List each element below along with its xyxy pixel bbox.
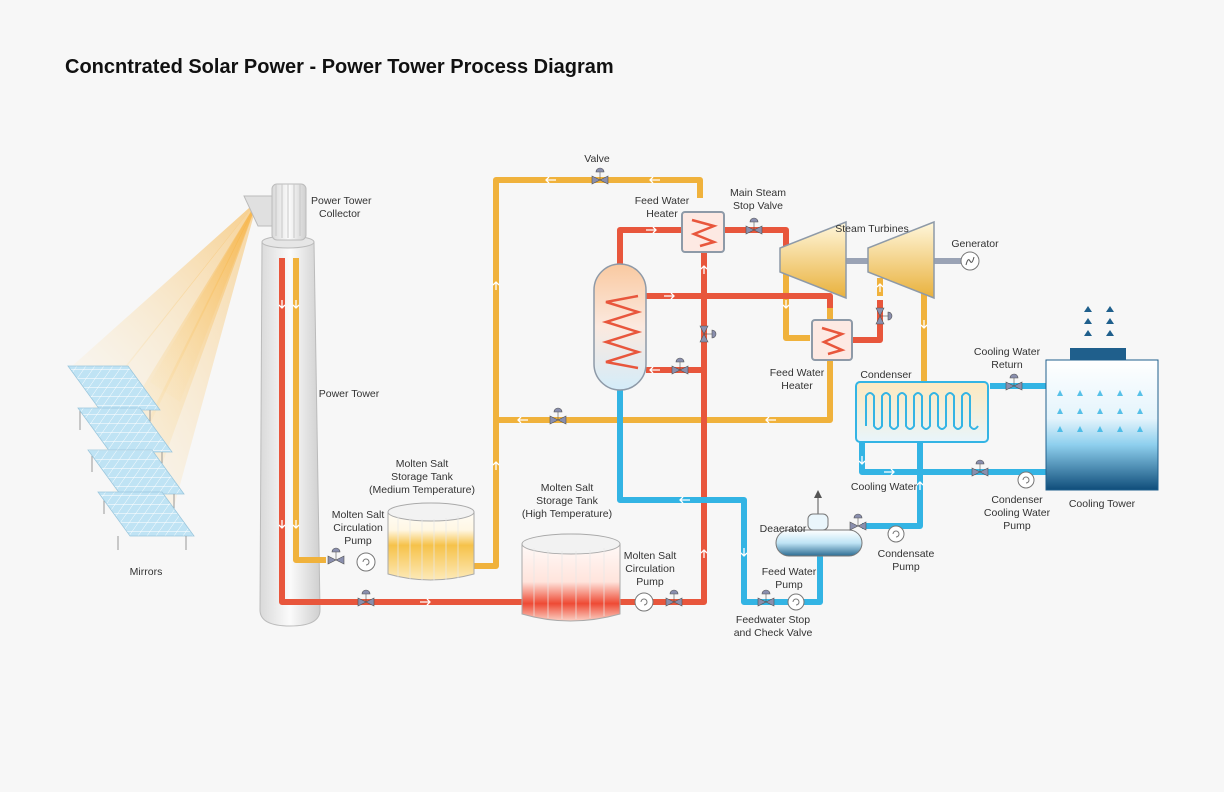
condensate-pump: [887, 525, 905, 543]
steam-plume: [1084, 306, 1114, 336]
valve-icon: [665, 589, 683, 607]
cooling-water-pipe: [859, 440, 1046, 475]
valve-icon: [549, 407, 567, 425]
reheat-pipe: [640, 293, 833, 308]
cooling-tower-label: Cooling Tower: [1069, 498, 1136, 510]
high-temperature-storage-tank: [521, 533, 621, 622]
valve-icon: [875, 307, 893, 325]
generator: [960, 251, 980, 271]
valve-icon: [1005, 373, 1023, 391]
feed-water-heater-top: [681, 211, 725, 253]
deaerator: [775, 490, 863, 557]
valve-icon: [699, 325, 717, 343]
flow-arrows: [278, 176, 928, 606]
mirrors-label: Mirrors: [130, 566, 163, 578]
valve-icon: [357, 589, 375, 607]
steam-turbines-label: Steam Turbines: [835, 223, 909, 235]
page-title: Concntrated Solar Power - Power Tower Pr…: [65, 56, 614, 78]
cooling-water-label: Cooling Water: [851, 481, 918, 493]
water-droplets: [1057, 390, 1143, 432]
deaerator-label: Deaerator: [760, 523, 807, 535]
valve-icon: [591, 167, 609, 185]
feed-heater-loop-pipe: [617, 227, 690, 276]
mirror-array: [67, 365, 161, 430]
condenser-label: Condenser: [860, 369, 912, 381]
valve-icon: [849, 513, 867, 531]
valve-icon: [327, 547, 345, 565]
feed-water-heater-bottom: [811, 319, 853, 361]
cooling-tower: [1045, 306, 1159, 491]
molten-salt-circulation-pump-left: [356, 552, 376, 572]
generator-label: Generator: [951, 238, 999, 250]
medium-return-pipe: [496, 298, 833, 423]
lower-heater-pipe: [852, 300, 883, 343]
condenser: [855, 381, 989, 443]
molten-salt-circulation-pump-right: [634, 592, 654, 612]
turbine-exhaust-pipe: [783, 248, 810, 341]
power-tower-label: Power Tower: [319, 388, 380, 400]
condensate-pipe: [862, 440, 923, 529]
tower-riser-pipe: [293, 258, 326, 563]
main-steam-stop-valve-icon: [745, 217, 763, 235]
power-tower-collector: [243, 183, 307, 241]
steam-turbines: [779, 220, 964, 300]
mirror-field: [67, 365, 195, 550]
power-tower: [259, 235, 321, 627]
medium-temperature-storage-tank: [387, 502, 475, 581]
medium-tank-outlet-pipe: [470, 177, 703, 569]
valve-label: Valve: [584, 153, 610, 165]
feedwater-stop-check-valve-icon: [757, 589, 775, 607]
tower-downcomer-pipe: [279, 258, 524, 605]
feed-water-pump: [787, 593, 805, 611]
steam-generator-vessel: [593, 263, 647, 391]
main-steam-pipe: [720, 227, 789, 254]
mirror-array: [97, 491, 195, 550]
valve-icon: [671, 357, 689, 375]
condenser-cooling-water-pump: [1017, 471, 1035, 489]
valve-icon: [971, 459, 989, 477]
